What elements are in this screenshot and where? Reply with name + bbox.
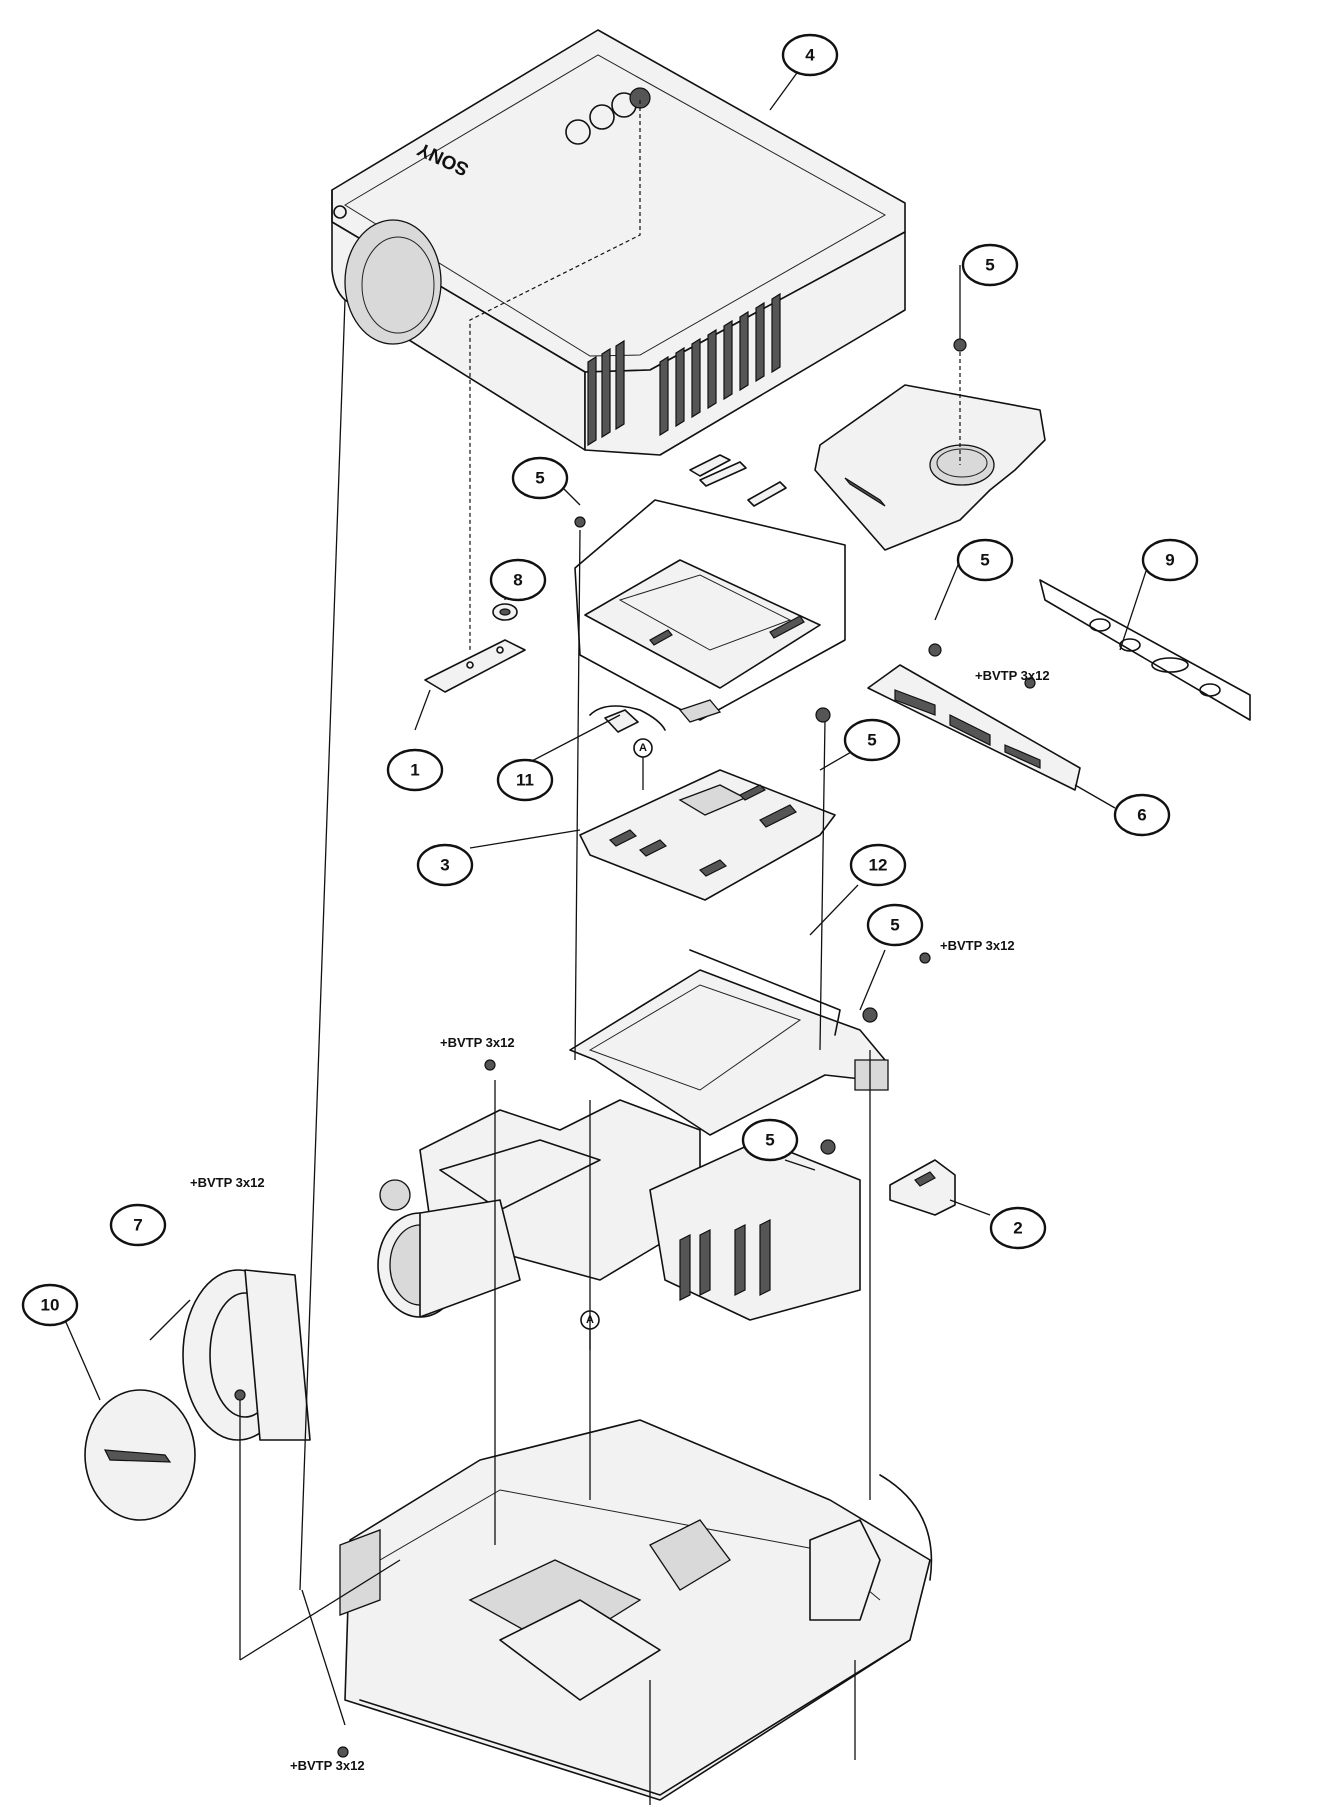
connector-set [689, 454, 787, 507]
callout-bubble: 7 [109, 1203, 167, 1247]
callout-bubbles: 4 5 5 8 5 9 1 11 5 6 3 12 5 5 2 7 10 [21, 33, 1199, 1327]
svg-text:11: 11 [516, 771, 534, 790]
callout-bubble: 12 [849, 843, 907, 887]
label-strip-part-9 [1039, 579, 1251, 721]
svg-text:12: 12 [869, 856, 888, 875]
svg-text:5: 5 [980, 551, 989, 570]
board-shield-plate [814, 384, 1046, 551]
leader-lines [64, 54, 1149, 1805]
upper-chassis-frame [574, 499, 846, 721]
harness-part-11 [589, 705, 666, 733]
callout-bubble: 5 [866, 903, 924, 947]
connector-panel-part-6 [867, 664, 1081, 791]
reference-mark-a: A [639, 742, 647, 754]
screw-label: +BVTP 3x12 [940, 938, 1015, 953]
callout-bubble: 5 [511, 456, 569, 500]
callout-bubble: 2 [989, 1206, 1047, 1250]
top-cover-assembly: SONY [331, 29, 906, 456]
screw-set [234, 338, 1036, 1758]
callout-bubble: 5 [843, 718, 901, 762]
callout-bubble: 5 [741, 1118, 799, 1162]
svg-text:5: 5 [535, 469, 544, 488]
callout-bubble: 8 [489, 558, 547, 602]
svg-text:7: 7 [133, 1216, 142, 1235]
callout-bubble: 4 [781, 33, 839, 77]
screw-labels: +BVTP 3x12 +BVTP 3x12 +BVTP 3x12 +BVTP 3… [190, 668, 1050, 1773]
svg-text:5: 5 [890, 916, 899, 935]
screw-label: +BVTP 3x12 [440, 1035, 515, 1050]
callout-bubble: 9 [1141, 538, 1199, 582]
callout-bubble: 1 [386, 748, 444, 792]
svg-text:8: 8 [513, 571, 522, 590]
callout-bubble: 5 [961, 243, 1019, 287]
lens-cap-part-10 [84, 1389, 196, 1521]
callout-bubble: 5 [956, 538, 1014, 582]
screw-label: +BVTP 3x12 [975, 668, 1050, 683]
screw-label: +BVTP 3x12 [290, 1758, 365, 1773]
main-circuit-board [579, 699, 836, 901]
callout-bubble: 3 [416, 843, 474, 887]
callout-bubble: 11 [496, 758, 554, 802]
svg-text:6: 6 [1137, 806, 1146, 825]
svg-text:2: 2 [1013, 1219, 1022, 1238]
lower-shield-frame [569, 949, 889, 1136]
top-cover-vents [587, 292, 781, 447]
screw-label: +BVTP 3x12 [190, 1175, 265, 1190]
optical-block-assembly [377, 1099, 861, 1321]
svg-text:5: 5 [765, 1131, 774, 1150]
reference-marks: A A [580, 738, 653, 1350]
base-chassis-assembly [339, 1419, 933, 1801]
callout-bubble: 6 [1113, 793, 1171, 837]
grommet-part-8 [492, 603, 518, 621]
callout-bubble: 10 [21, 1283, 79, 1327]
svg-text:5: 5 [985, 256, 994, 275]
svg-text:3: 3 [440, 856, 449, 875]
bracket-part-2 [889, 1159, 956, 1216]
bracket-part-1 [424, 639, 526, 693]
reference-mark-a: A [586, 1314, 594, 1326]
svg-text:4: 4 [805, 46, 815, 65]
svg-text:5: 5 [867, 731, 876, 750]
lens-ring-part-7 [182, 1269, 311, 1441]
svg-text:9: 9 [1165, 551, 1174, 570]
svg-text:10: 10 [41, 1296, 60, 1315]
svg-text:1: 1 [410, 761, 419, 780]
